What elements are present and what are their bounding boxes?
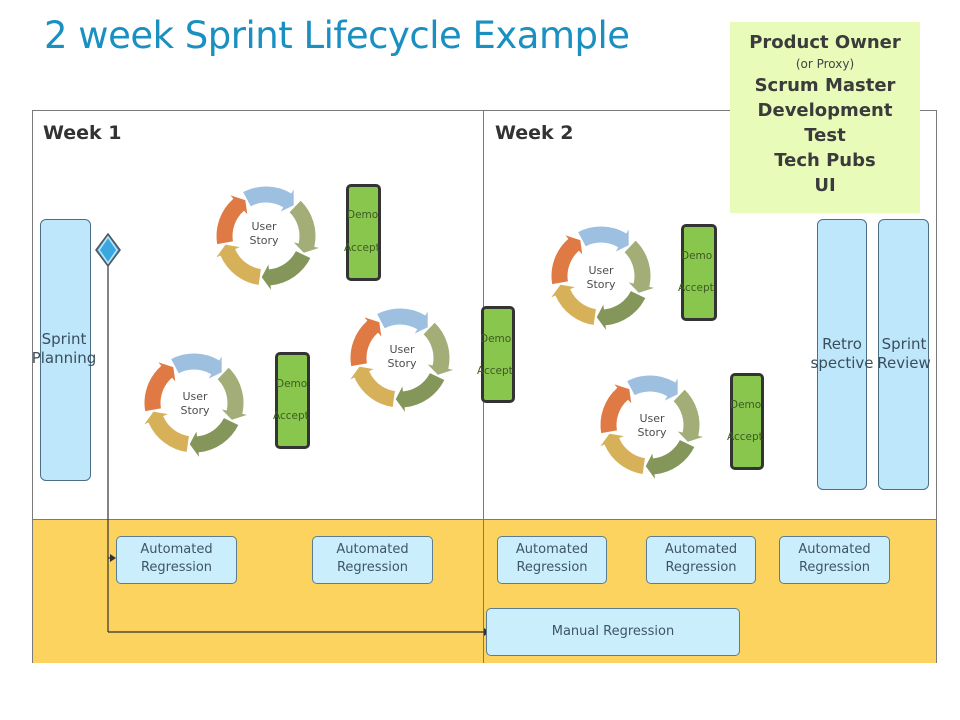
demo-label: Demo — [347, 209, 379, 221]
accept-label: Accept — [344, 242, 380, 254]
cycle-arrow-segment — [241, 185, 295, 214]
role-product-owner: Product Owner — [749, 32, 901, 53]
demo-label: Demo — [276, 378, 308, 390]
cycle-arrow-segment — [595, 289, 647, 334]
cycle-arrow-segment — [216, 366, 251, 421]
retrospective-label: Retro spective — [802, 335, 882, 373]
cycle-arrow-segment — [141, 410, 191, 454]
user-story-cycle-icon — [597, 374, 707, 483]
user-story-cycle-icon — [347, 307, 457, 416]
cycle-arrow-segment — [375, 307, 429, 336]
review-line2: Review — [877, 354, 931, 372]
cycle-arrow-segment — [625, 374, 679, 403]
cycle-arrow-segment — [288, 199, 323, 254]
sprint-review-phase — [878, 219, 929, 490]
sprint-planning-phase — [40, 219, 91, 481]
role-scrum-master: Scrum Master — [754, 75, 896, 96]
cycle-arrow-segment — [599, 382, 633, 435]
cycle-arrow-segment — [550, 233, 584, 286]
role-proxy: (or Proxy) — [795, 57, 855, 71]
demo-label: Demo — [681, 250, 713, 262]
cycle-arrow-segment — [394, 371, 446, 416]
cycle-arrow-segment — [347, 365, 397, 409]
user-story-cycle-icon — [213, 185, 323, 294]
demo-accept-bar — [481, 306, 515, 403]
sprint-planning-line2: Planning — [31, 349, 97, 367]
cycle-arrow-segment — [672, 388, 707, 443]
demo-accept-bar — [681, 224, 717, 321]
roles-box: Product Owner (or Proxy) Scrum Master De… — [730, 22, 920, 213]
cycle-arrow-segment — [349, 315, 383, 368]
cycle-arrow-segment — [213, 243, 263, 287]
demo-accept-bar — [275, 352, 310, 449]
milestone-diamond-icon — [95, 232, 121, 268]
cycle-arrow-segment — [422, 321, 457, 376]
retro-line2: spective — [810, 354, 874, 372]
retro-line1: Retro — [822, 335, 862, 353]
role-development: Development — [757, 100, 893, 121]
demo-label: Demo — [480, 333, 512, 345]
retrospective-phase — [817, 219, 867, 490]
cycle-arrow-segment — [169, 352, 223, 381]
accept-label: Accept — [678, 282, 714, 294]
cycle-arrow-segment — [215, 193, 249, 246]
demo-label: Demo — [730, 399, 762, 411]
cycle-arrow-segment — [576, 225, 630, 254]
demo-accept-bar — [730, 373, 764, 470]
manual-regression-box: Manual Regression — [486, 608, 740, 656]
cycle-arrow-segment — [188, 416, 240, 461]
cycle-arrow-segment — [260, 249, 312, 294]
role-ui: UI — [814, 175, 836, 196]
accept-label: Accept — [727, 431, 763, 443]
cycle-arrow-segment — [143, 360, 177, 413]
review-line1: Sprint — [881, 335, 927, 353]
sprint-review-label: Sprint Review — [864, 335, 944, 373]
cycle-arrow-segment — [623, 239, 658, 294]
accept-label: Accept — [477, 365, 513, 377]
cycle-arrow-segment — [644, 438, 696, 483]
week-2-label: Week 2 — [495, 122, 574, 144]
role-test: Test — [804, 125, 846, 146]
page-title: 2 week Sprint Lifecycle Example — [44, 14, 630, 57]
week-1-label: Week 1 — [43, 122, 122, 144]
role-tech-pubs: Tech Pubs — [774, 150, 876, 171]
accept-label: Accept — [273, 410, 309, 422]
user-story-cycle-icon — [141, 352, 251, 461]
sprint-planning-line1: Sprint — [41, 330, 87, 348]
sprint-planning-label: Sprint Planning — [24, 330, 104, 368]
user-story-cycle-icon — [548, 225, 658, 334]
cycle-arrow-segment — [597, 432, 647, 476]
demo-accept-bar — [346, 184, 381, 281]
cycle-arrow-segment — [548, 283, 598, 327]
